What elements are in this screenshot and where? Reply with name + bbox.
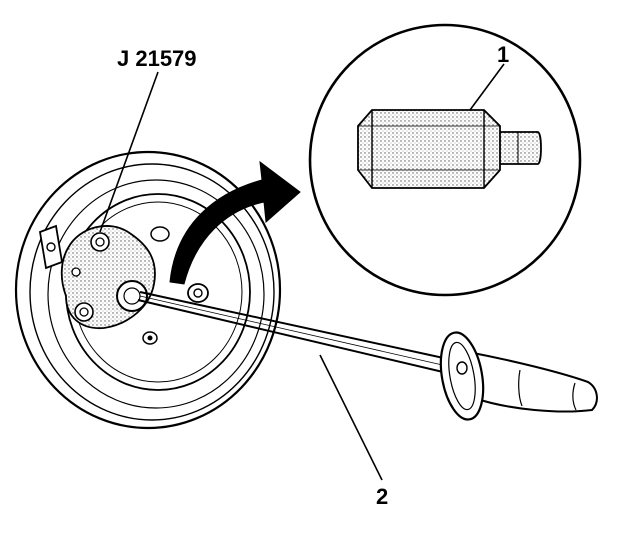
wrench-shaft-lower: [137, 299, 461, 377]
curved-arrow-icon: [169, 160, 301, 285]
torque-wrench: [137, 291, 598, 421]
plate-small-hole: [71, 267, 81, 277]
callout-2-label: 2: [376, 484, 388, 509]
hub-rim-ring-2: [29, 163, 275, 421]
detail-inset: [308, 23, 582, 297]
leader-tool: [99, 71, 159, 233]
hub-lower-boss: [142, 331, 158, 345]
tool-number-label: J 21579: [117, 46, 197, 71]
plate-lower-bolt: [74, 302, 94, 322]
hub-rim-ring-3: [47, 179, 265, 409]
hub-upper-boss: [150, 226, 170, 242]
wrench-head-disc: [439, 331, 485, 421]
callout-1-label: 1: [497, 42, 509, 67]
leader-item-1: [469, 63, 505, 111]
plate-upper-bolt: [90, 232, 110, 252]
wrench-shaft-upper: [139, 291, 463, 363]
hub-right-bolt: [187, 283, 209, 303]
plate-center-hole: [116, 280, 148, 312]
wrench-grip: [466, 350, 598, 413]
leader-lines: [99, 63, 505, 481]
puller-plate-tool: [60, 225, 156, 329]
hex-adapter-bit: [357, 109, 542, 189]
leader-item-2: [319, 354, 383, 481]
